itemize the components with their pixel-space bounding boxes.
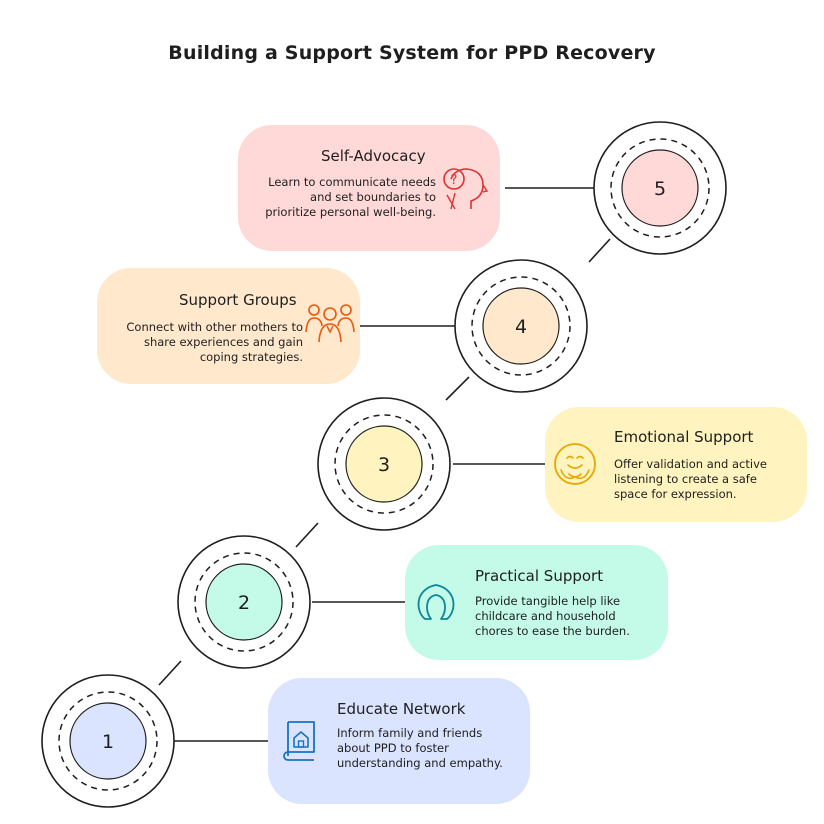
step-ring-1: 1 xyxy=(41,674,175,808)
step-description-5: Learn to communicate needs and set bound… xyxy=(265,175,436,219)
connector-4-5 xyxy=(588,238,611,263)
book-home-icon xyxy=(283,721,315,761)
group-of-people-icon xyxy=(305,304,355,343)
step-ring-2: 2 xyxy=(177,535,311,669)
step-title-5: Self-Advocacy xyxy=(321,147,426,165)
step-title-2: Practical Support xyxy=(475,567,604,585)
step-card-5: Self-Advocacy Learn to communicate needs… xyxy=(238,125,500,251)
step-ring-3: 3 xyxy=(317,397,451,531)
horseshoe-pillow-icon xyxy=(417,584,455,620)
step-number-5: 5 xyxy=(654,178,666,200)
head-question-icon: ? xyxy=(443,168,489,210)
step-number-3: 3 xyxy=(378,454,390,476)
step-card-2: Practical Support Provide tangible help … xyxy=(405,545,668,660)
connector-2-3 xyxy=(295,522,319,548)
step-card-1: Educate Network Inform family and friend… xyxy=(268,678,530,804)
svg-text:?: ? xyxy=(451,173,458,188)
step-number-4: 4 xyxy=(515,316,527,338)
step-description-4: Connect with other mothers to share expe… xyxy=(126,320,303,364)
step-ring-4: 4 xyxy=(454,259,588,393)
step-title-3: Emotional Support xyxy=(614,428,754,446)
connector-1-2 xyxy=(158,660,182,686)
connector-3-4 xyxy=(445,376,470,401)
step-description-3: Offer validation and active listening to… xyxy=(614,457,767,501)
step-title-1: Educate Network xyxy=(337,700,466,718)
diagram-title: Building a Support System for PPD Recove… xyxy=(168,42,656,64)
hugging-face-icon xyxy=(554,443,596,485)
step-description-1: Inform family and friends about PPD to f… xyxy=(337,726,503,770)
step-description-2: Provide tangible help like childcare and… xyxy=(475,594,630,638)
step-ring-5: 5 xyxy=(593,121,727,255)
step-number-1: 1 xyxy=(102,731,114,753)
step-card-4: Support Groups Connect with other mother… xyxy=(97,268,360,384)
step-title-4: Support Groups xyxy=(179,291,297,309)
step-number-2: 2 xyxy=(238,592,250,614)
step-card-3: Emotional Support Offer validation and a… xyxy=(545,407,807,522)
